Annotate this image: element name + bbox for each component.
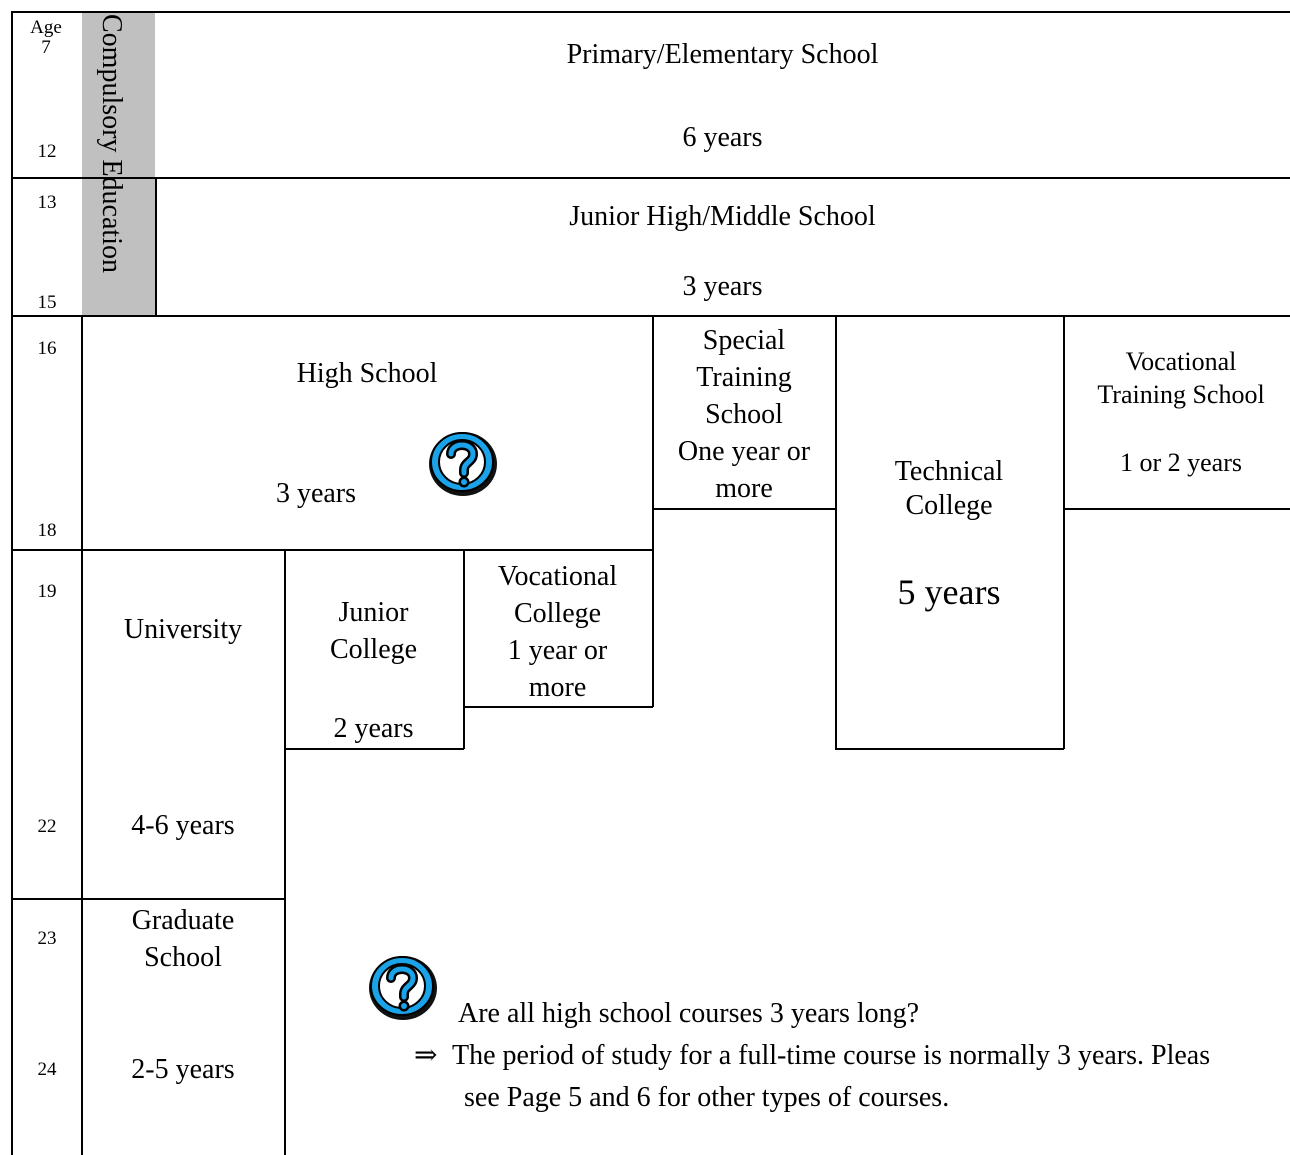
vocational-training-duration: 1 or 2 years bbox=[1119, 448, 1242, 477]
compulsory-band bbox=[82, 11, 155, 315]
graduate-school-name: Graduate School bbox=[82, 902, 284, 976]
technical-college-name: Technical College bbox=[835, 455, 1063, 523]
junior-college-name-line: Junior bbox=[338, 597, 409, 628]
rule-junior-college-bottom bbox=[284, 748, 464, 750]
faq-answer-line2: see Page 5 and 6 for other types of cour… bbox=[464, 1082, 950, 1113]
age-label: 22 bbox=[37, 816, 57, 837]
rule-age-16 bbox=[11, 315, 1290, 317]
special-training-name: Special Training School One year or more bbox=[652, 322, 836, 507]
rule-vocational-college-bottom bbox=[463, 706, 653, 708]
vocational-college-duration-line: more bbox=[528, 672, 587, 703]
rule-age-23 bbox=[11, 898, 285, 900]
vocational-training-name: Vocational Training School bbox=[1063, 345, 1290, 411]
question-mark-circle-icon[interactable] bbox=[424, 426, 504, 502]
compulsory-education-label: Compulsory Education bbox=[96, 14, 127, 273]
technical-college-name-line: College bbox=[905, 490, 993, 521]
high-school-duration: 3 years bbox=[275, 478, 357, 509]
vocational-college-duration-line: 1 year or bbox=[507, 635, 608, 666]
special-training-name-line: Training bbox=[696, 362, 792, 393]
rule-special-bottom bbox=[652, 508, 836, 510]
junior-college-duration: 2 years bbox=[333, 713, 414, 744]
age-label: 7 bbox=[41, 37, 51, 58]
special-training-name-line: Special bbox=[702, 325, 786, 356]
faq-arrow: ⇒ bbox=[414, 1040, 438, 1071]
age-label: 16 bbox=[37, 338, 57, 359]
rule-high-school-right bbox=[652, 315, 654, 707]
vocational-training-name-line: Training School bbox=[1097, 380, 1265, 409]
junior-high-name: Junior High/Middle School bbox=[569, 201, 876, 232]
rule-age-13 bbox=[11, 177, 1290, 179]
rule-age-19 bbox=[11, 549, 653, 551]
primary-school-duration: 6 years bbox=[682, 122, 763, 153]
technical-college-name-line: Technical bbox=[894, 456, 1004, 487]
graduate-school-name-line: Graduate bbox=[131, 905, 235, 936]
university-duration: 4-6 years bbox=[131, 810, 235, 841]
primary-school-name: Primary/Elementary School bbox=[566, 39, 879, 70]
age-label: 18 bbox=[37, 520, 57, 541]
age-header: Age bbox=[30, 17, 62, 38]
rule-university-right bbox=[284, 549, 286, 1155]
age-label: 13 bbox=[37, 192, 57, 213]
rule-technical-left bbox=[835, 315, 837, 749]
junior-college-name-line: College bbox=[329, 634, 418, 665]
special-training-duration-line: more bbox=[715, 473, 773, 504]
rule-vocational-training-bottom bbox=[1063, 508, 1290, 510]
rule-technical-college-bottom bbox=[835, 748, 1064, 750]
graduate-school-duration: 2-5 years bbox=[131, 1054, 235, 1085]
faq-answer-line1: The period of study for a full-time cour… bbox=[452, 1040, 1211, 1071]
high-school-name: High School bbox=[296, 358, 438, 389]
rule-junior-college-right bbox=[463, 549, 465, 749]
rule-technical-right bbox=[1063, 315, 1065, 749]
rule-compulsory-right bbox=[155, 177, 157, 315]
question-mark-circle-icon[interactable] bbox=[364, 950, 444, 1026]
faq-question: Are all high school courses 3 years long… bbox=[458, 998, 920, 1029]
age-label: 12 bbox=[37, 141, 57, 162]
rule-top bbox=[11, 11, 1290, 13]
rule-left bbox=[11, 11, 13, 1155]
age-label: 24 bbox=[37, 1059, 57, 1080]
vocational-college-name: Vocational College 1 year or more bbox=[463, 558, 652, 706]
age-label: 19 bbox=[37, 581, 57, 602]
graduate-school-name-line: School bbox=[144, 942, 222, 973]
university-name: University bbox=[123, 614, 243, 645]
age-label: 15 bbox=[37, 292, 57, 313]
vocational-college-name-line: College bbox=[513, 598, 602, 629]
technical-college-duration: 5 years bbox=[897, 572, 1001, 612]
vocational-training-name-line: Vocational bbox=[1125, 347, 1237, 376]
junior-high-duration: 3 years bbox=[682, 271, 763, 302]
special-training-name-line: School bbox=[705, 399, 783, 430]
rule-age-col bbox=[81, 315, 83, 1155]
junior-college-name: Junior College bbox=[284, 594, 463, 668]
vocational-college-name-line: Vocational bbox=[497, 561, 618, 592]
age-label: 23 bbox=[37, 928, 57, 949]
special-training-duration-line: One year or bbox=[677, 436, 811, 467]
